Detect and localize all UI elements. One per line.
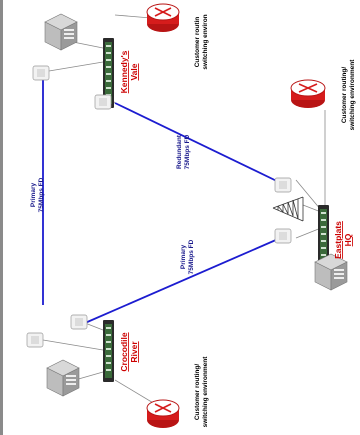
customer-label-eastplats-line1: Customer routing/ bbox=[341, 67, 348, 124]
server-eastplats-hq-icon bbox=[314, 253, 348, 291]
connector-lines bbox=[42, 14, 339, 411]
site-label-kennedys-vale-line1: Kennedy's bbox=[119, 50, 129, 93]
switch-crocodile-river bbox=[103, 320, 114, 382]
site-label-kennedys-vale-line2: Vale bbox=[129, 63, 139, 80]
customer-label-crocodile-line2: switching environment bbox=[202, 356, 209, 428]
radio-crocodile-left bbox=[26, 332, 44, 348]
link-label-bottom-primary-line1: Primary bbox=[180, 245, 187, 270]
customer-label-kennedys-line2: switching environ bbox=[202, 14, 209, 69]
radio-eastplats-upper bbox=[274, 177, 292, 193]
radio-crocodile-upper bbox=[70, 314, 88, 330]
router-kennedys-vale-icon bbox=[146, 3, 180, 32]
site-label-crocodile-river-line2: River bbox=[129, 341, 139, 363]
site-label-crocodile-river-line1: Crocodile bbox=[119, 332, 129, 371]
link-label-redundant-line1: Redundant bbox=[176, 134, 183, 169]
radio-kennedys-lower bbox=[94, 94, 112, 110]
link-bottom-primary bbox=[84, 235, 286, 324]
server-crocodile-river-icon bbox=[46, 359, 80, 397]
link-label-left-primary-line1: Primary bbox=[30, 183, 37, 208]
link-redundant bbox=[114, 102, 286, 186]
server-kennedys-vale-icon bbox=[44, 13, 78, 51]
router-crocodile-river-icon bbox=[146, 399, 180, 428]
diagram-canvas: Kennedy's Vale Eastplats HQ Crocodile Ri… bbox=[26, 3, 356, 428]
router-eastplats-hq-icon bbox=[290, 79, 326, 108]
site-label-eastplats-hq-line1: Eastplats bbox=[333, 221, 343, 259]
link-label-bottom-primary-line2: 75Mbps FD bbox=[188, 239, 195, 274]
radio-eastplats-lower bbox=[274, 228, 292, 244]
customer-label-crocodile-line1: Customer routing/ bbox=[194, 364, 201, 421]
tower-icon bbox=[272, 196, 304, 222]
radio-kennedys-upper bbox=[32, 65, 50, 81]
customer-label-kennedys-line1: Customer routin bbox=[194, 17, 201, 68]
site-label-eastplats-hq-line2: HQ bbox=[343, 233, 353, 246]
link-label-redundant-line2: 75Mbps FD bbox=[184, 134, 191, 169]
link-label-left-primary-line2: 75Mbps FD bbox=[38, 177, 45, 212]
customer-label-eastplats-line2: switching environment bbox=[349, 59, 356, 131]
